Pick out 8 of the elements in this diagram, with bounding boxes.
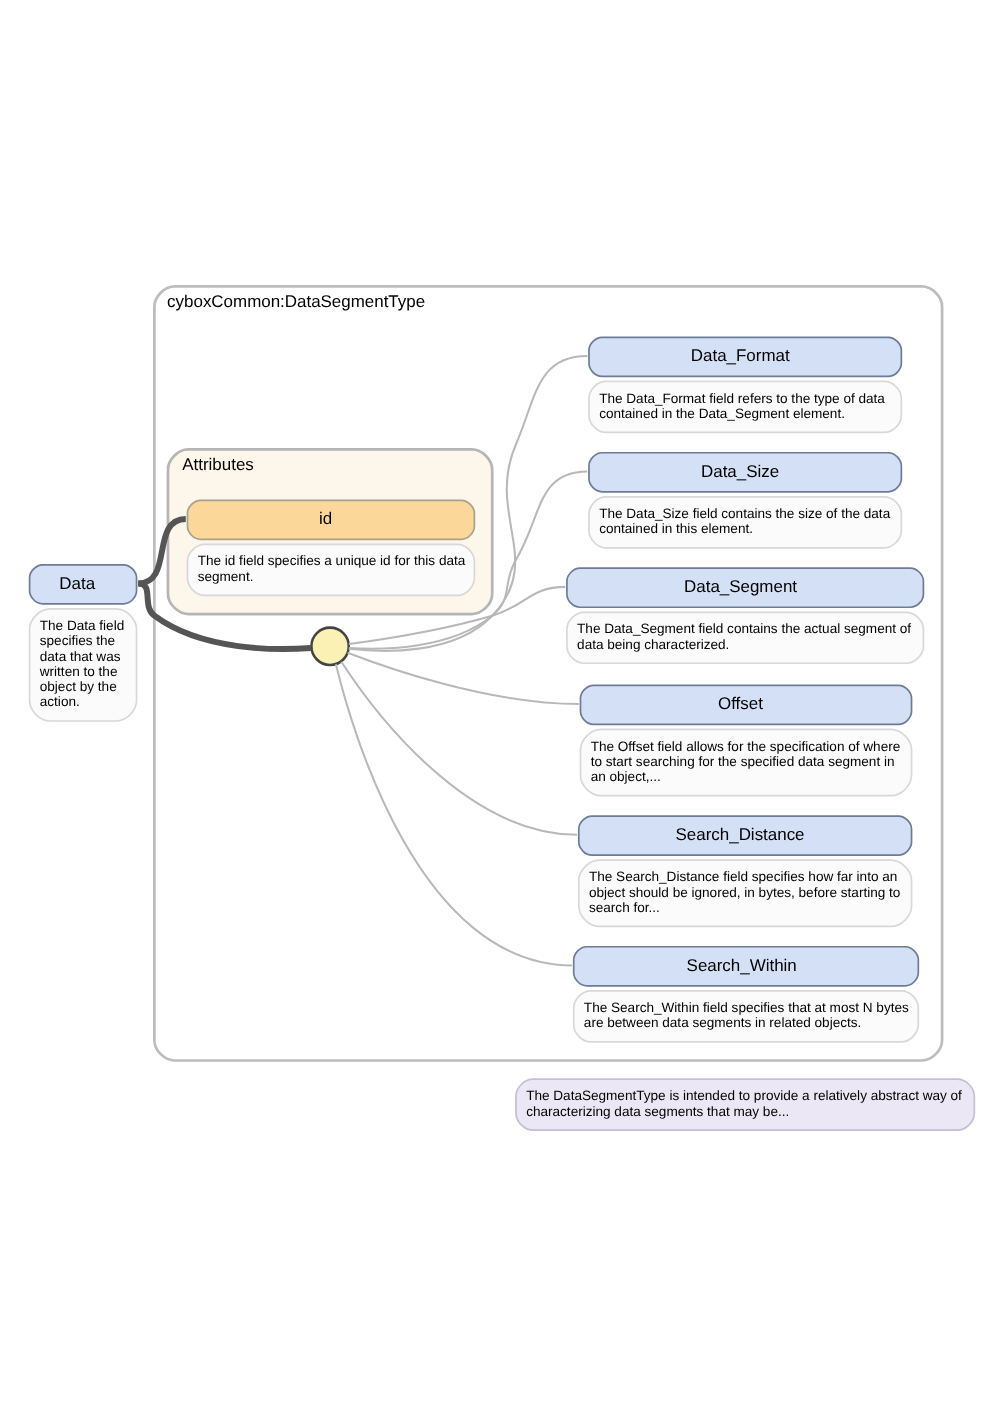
connector (348, 470, 588, 650)
connector (340, 661, 578, 836)
connector (348, 354, 588, 652)
connector (347, 651, 579, 705)
node-circle (310, 626, 351, 667)
connector (334, 664, 573, 967)
connector (348, 585, 566, 646)
connector (137, 580, 312, 652)
